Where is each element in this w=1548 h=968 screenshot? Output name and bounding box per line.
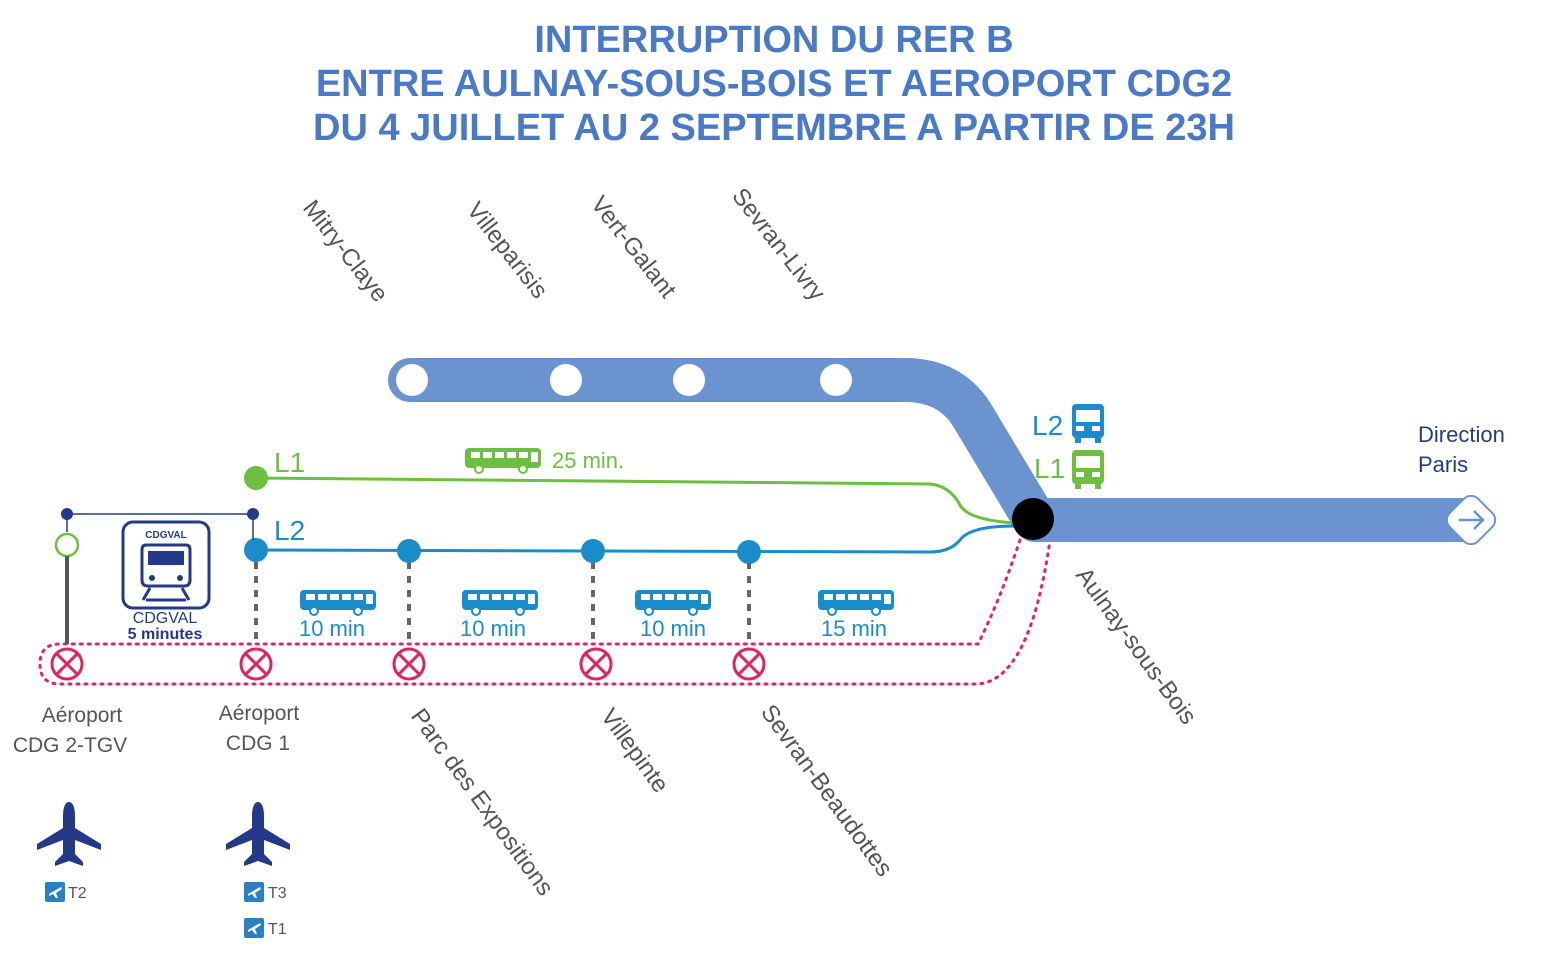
junction-aulnay [1012,498,1054,540]
bus-l1-route [255,476,1016,525]
bus-l2-stop-villepinte [581,539,605,563]
bus-l2-label: L2 [274,515,305,546]
interrupted-section [38,538,1052,686]
closed-station-villepinte [579,647,613,681]
bus-l2-route [255,524,1016,554]
terminal-t2: T2 [68,885,87,902]
bus-l2-stop-parc [397,539,421,563]
bus-icon [817,589,895,616]
legend-l1: L1 [1034,453,1065,484]
bus-l2-time-2: 10 min [460,616,526,641]
tram-icon: CDGVAL [121,520,211,610]
cdgval-time: 5 minutes [128,626,203,643]
legend-l2: L2 [1032,410,1063,441]
terminal-t1: T1 [268,921,287,938]
station-dot-sevran-livry [820,364,852,396]
plane-icon [37,802,101,866]
title-line-2: ENTRE AULNAY-SOUS-BOIS ET AEROPORT CDG2 [315,63,1233,105]
station-label-villepinte: Villepinte [595,704,674,798]
bus-icon [299,589,377,616]
direction-label-1: Direction [1418,422,1505,447]
plane-icon [226,802,290,866]
plane-small-icon [244,918,264,938]
station-dot-mitry-claye [396,364,428,396]
title-line-1: INTERRUPTION DU RER B [534,19,1014,61]
bus-l1-time: 25 min. [552,448,624,473]
station-label-cdg1-line1: Aéroport [219,702,300,725]
station-label-cdg2-line1: Aéroport [42,704,123,727]
station-label-parc-expositions: Parc des Expositions [405,704,559,901]
bus-l1-label: L1 [274,447,305,478]
bus-l2-time-4: 15 min [821,616,887,641]
bus-l2-time-3: 10 min [640,616,706,641]
plane-small-icon [45,882,65,902]
cdgval-name: CDGVAL [133,610,198,627]
cdg2-station-dot [54,532,80,558]
rer-b-line [388,358,1468,542]
bus-l2-stop-cdg1 [244,538,268,562]
closed-station-cdg1 [239,647,273,681]
arrow-right-icon [1445,494,1497,546]
station-label-sevran-livry: Sevran-Livry [726,183,830,306]
title-line-3: DU 4 JUILLET AU 2 SEPTEMBRE A PARTIR DE … [313,107,1235,149]
terminal-t3: T3 [268,885,287,902]
station-label-aulnay: Aulnay-sous-Bois [1070,563,1202,730]
bus-icon [1072,450,1104,489]
station-label-villeparisis: Villeparisis [461,197,553,304]
closed-station-cdg2 [50,647,84,681]
direction-label-2: Paris [1418,452,1468,477]
bus-l2-time-1: 10 min [299,616,365,641]
station-label-mitry-claye: Mitry-Claye [297,195,393,307]
cdgval-sign: CDGVAL [145,530,186,541]
plane-small-icon [244,882,264,902]
bus-icon [634,589,712,616]
station-dot-vert-galant [673,364,705,396]
station-label-cdg2-line2: CDG 2-TGV [13,734,127,757]
bus-icon [1072,404,1104,443]
station-label-cdg1-line2: CDG 1 [226,732,290,755]
closed-station-parc [392,647,426,681]
station-label-sevran-beaudottes: Sevran-Beaudottes [755,700,898,882]
page-title: INTERRUPTION DU RER B ENTRE AULNAY-SOUS-… [0,18,1548,150]
station-label-vert-galant: Vert-Galant [585,191,681,304]
bus-icon [461,589,539,616]
bus-l1-stop-cdg1 [244,466,268,490]
closed-station-sevran-beaudottes [732,647,766,681]
station-dot-villeparisis [550,364,582,396]
bus-l2-stop-sevran [737,540,761,564]
bus-icon [464,447,542,474]
